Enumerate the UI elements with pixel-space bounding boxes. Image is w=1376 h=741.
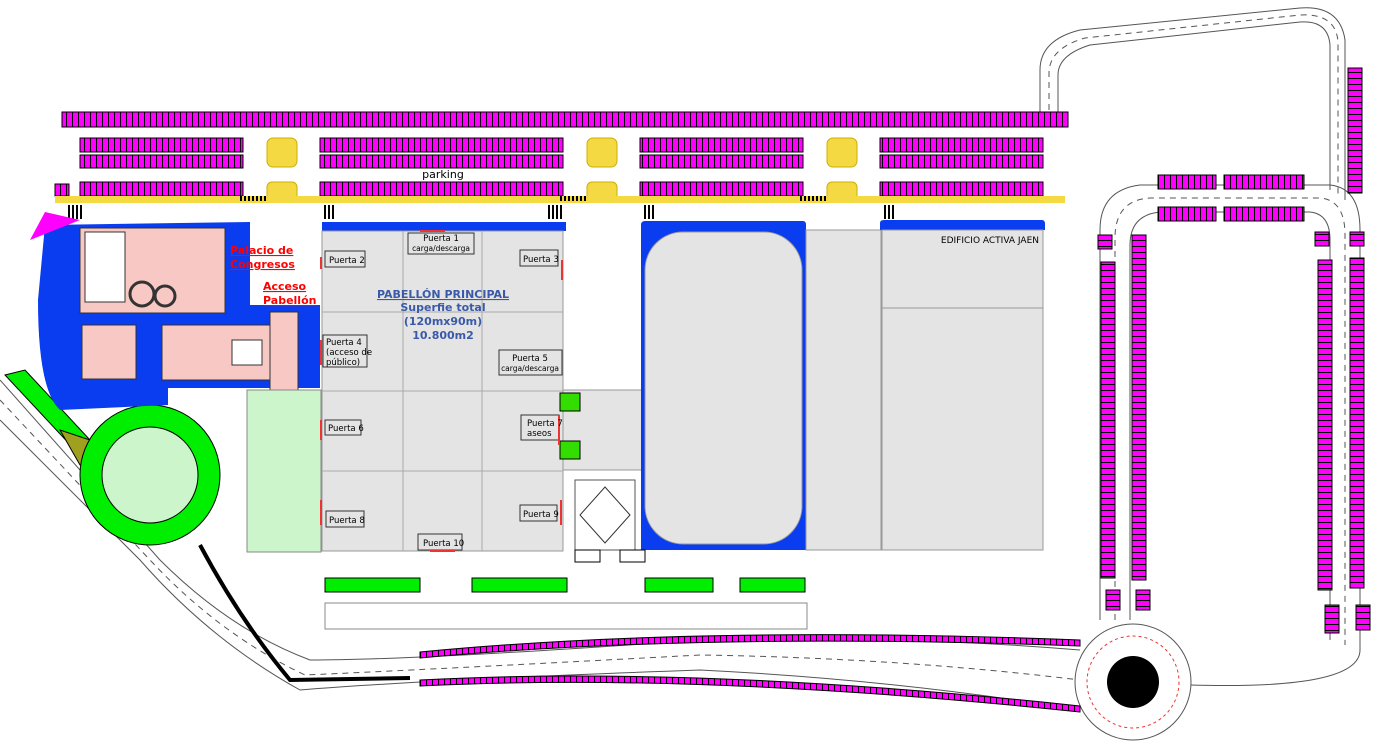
door-markers <box>320 230 563 552</box>
roundabout-east <box>1074 623 1192 741</box>
green-plaza <box>246 389 322 553</box>
door-5-sublabel: carga/descarga <box>501 364 559 373</box>
acceso-label-1: Acceso <box>263 280 307 293</box>
roundabout-west <box>4 369 221 546</box>
door-9-label: Puerta 9 <box>523 510 559 520</box>
door-4-sublabel-2: público) <box>326 358 360 368</box>
door-6-label: Puerta 6 <box>328 424 364 434</box>
palacio-de-congresos <box>30 212 320 410</box>
door-labels <box>322 232 563 551</box>
edificio-activa-jaen <box>880 220 1045 551</box>
palacio-label-1: Palacio de <box>230 244 293 257</box>
door-2-label: Puerta 2 <box>329 256 365 266</box>
parking-blocks <box>54 137 1044 197</box>
door-7-sublabel: aseos <box>527 429 552 439</box>
door-5-label: Puerta 5 <box>512 354 548 364</box>
door-10-label: Puerta 10 <box>423 539 464 549</box>
edificio-label: EDIFICIO ACTIVA JAEN <box>941 236 1039 246</box>
central-hall <box>641 221 882 551</box>
door-1-sublabel: carga/descarga <box>412 244 470 253</box>
pabellon-principal <box>321 222 644 552</box>
parking-label: parking <box>422 168 464 181</box>
parking-east <box>419 67 1371 713</box>
door-8-label: Puerta 8 <box>329 516 365 526</box>
door-1-label: Puerta 1 <box>423 234 459 244</box>
door-4-label: Puerta 4 <box>326 338 362 348</box>
door-4-sublabel-1: (acceso de <box>326 348 372 358</box>
pabellon-area-label: Superfie total <box>400 301 485 314</box>
pabellon-area: 10.800m2 <box>412 329 474 342</box>
planters <box>324 549 808 630</box>
palacio-label-2: Congresos <box>230 258 295 271</box>
pabellon-dimensions: (120mx90m) <box>404 315 482 328</box>
pabellon-title: PABELLÓN PRINCIPAL <box>377 288 509 301</box>
door-3-label: Puerta 3 <box>523 255 559 265</box>
acceso-label-2: Pabellón <box>263 294 316 307</box>
door-7-label: Puerta 7 <box>527 419 563 429</box>
parking-row-top <box>61 111 1069 128</box>
road-curb <box>198 544 411 683</box>
